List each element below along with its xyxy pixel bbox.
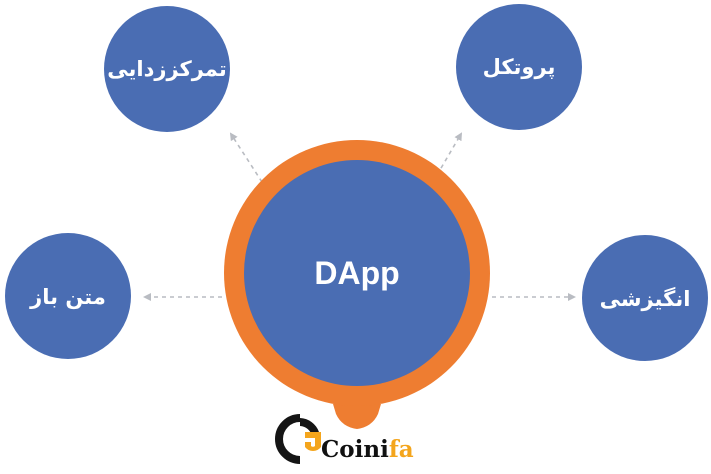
node-circle-top-right	[456, 4, 582, 130]
center-label: DApp	[314, 255, 400, 291]
node-circle-right	[582, 235, 708, 361]
arrow-to-top-right	[436, 132, 463, 176]
node-label-right: انگیزشی	[599, 287, 691, 311]
brand-text-main: Coini	[321, 436, 389, 463]
node-label-top-right: پروتکل	[482, 55, 556, 79]
node-label-top-left: تمرکززدایی	[107, 57, 227, 81]
brand-text-accent: fa	[388, 436, 414, 463]
coinifa-logo: Coinifa	[268, 410, 418, 468]
brand-wordmark: Coinifa	[321, 435, 414, 465]
balloon-knot	[333, 404, 381, 429]
node-circle-top-left	[104, 6, 230, 132]
center-circle	[244, 160, 470, 386]
coinifa-logo-icon	[275, 414, 321, 464]
node-label-left: متن باز	[30, 285, 106, 309]
node-circle-left	[5, 233, 131, 359]
arrow-to-top-left	[229, 132, 263, 183]
